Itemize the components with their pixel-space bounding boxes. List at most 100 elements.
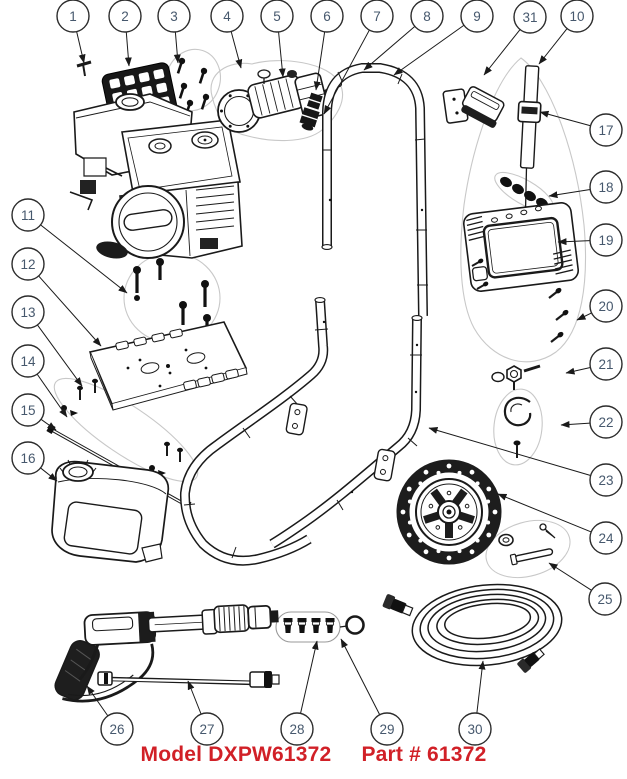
callout-16: 16 [11, 441, 58, 482]
callout-balloon [11, 295, 45, 329]
leader-line [40, 418, 57, 431]
callout-12: 12 [11, 247, 102, 347]
callout-17: 17 [539, 110, 623, 147]
callout-balloon [460, 0, 494, 33]
callout-balloon [190, 712, 224, 746]
callout-number: 8 [423, 9, 431, 24]
leader-line [557, 238, 591, 246]
callout-number: 6 [323, 9, 331, 24]
callout-balloon [56, 0, 90, 33]
o-ring [339, 617, 364, 634]
leader-line [363, 26, 416, 71]
detergent-tank [52, 460, 168, 562]
leader-line [173, 31, 181, 64]
callout-27: 27 [187, 680, 224, 746]
callout-balloon [310, 0, 344, 33]
accessory-panel [463, 202, 580, 293]
callout-balloon [589, 113, 623, 147]
cart-frame [184, 298, 422, 561]
screw-group-outline-13-14 [53, 377, 199, 483]
callout-balloon [108, 0, 142, 33]
callout-balloon [589, 289, 623, 323]
callout-19: 19 [557, 223, 623, 257]
leader-line [36, 373, 68, 418]
callout-balloon [11, 393, 45, 427]
callout-9: 9 [393, 0, 494, 76]
callout-number: 9 [473, 9, 481, 24]
callout-balloon [589, 463, 623, 497]
callout-number: 3 [170, 9, 178, 24]
diagram-footer: Model DXPW61372 Part # 61372 [0, 743, 627, 767]
hook-group-outline-22 [493, 388, 543, 466]
leader-line [565, 367, 591, 375]
callout-balloon [260, 0, 294, 33]
pump-group-outline [210, 60, 344, 142]
callout-28: 28 [280, 640, 319, 746]
callout-number: 10 [569, 9, 584, 24]
callout-number: 18 [598, 180, 613, 195]
leader-line [548, 189, 591, 199]
callout-number: 16 [20, 451, 35, 466]
callout-number: 2 [121, 9, 129, 24]
callout-number: 24 [598, 531, 614, 546]
hose-hook [505, 398, 530, 458]
callout-number: 5 [273, 9, 281, 24]
callout-number: 23 [598, 473, 613, 488]
leader-line [230, 31, 243, 69]
leader-line [323, 29, 370, 115]
model-number-label: Model DXPW61372 [140, 743, 332, 766]
callout-number: 11 [21, 208, 35, 223]
callout-balloon [11, 344, 45, 378]
nozzle-tips [283, 618, 335, 633]
leader-line [187, 680, 202, 715]
axle-pin-kit [499, 524, 555, 565]
callout-balloon [360, 0, 394, 33]
callout-number: 31 [522, 10, 537, 25]
callout-number: 19 [598, 233, 613, 248]
callout-8: 8 [363, 0, 444, 71]
leader-line [538, 28, 568, 65]
panel-screws [471, 258, 569, 343]
callout-number: 28 [289, 722, 304, 737]
spray-gun [48, 603, 279, 704]
callout-22: 22 [560, 405, 623, 439]
callout-number: 22 [598, 415, 613, 430]
callout-20: 20 [576, 289, 623, 323]
leader-line [548, 562, 592, 591]
callout-balloon [157, 0, 191, 33]
callout-10: 10 [538, 0, 594, 65]
callout-15: 15 [11, 393, 57, 431]
callout-23: 23 [428, 427, 623, 497]
leader-line [86, 685, 109, 717]
plate-screws-and-clips [61, 378, 183, 476]
engine-base-plate [90, 322, 247, 410]
callout-24: 24 [497, 493, 623, 555]
callout-balloon [589, 347, 623, 381]
callout-balloon [100, 712, 134, 746]
callout-number: 25 [597, 592, 612, 607]
callout-balloon [589, 223, 623, 257]
callout-number: 17 [598, 123, 613, 138]
shutoff-key [76, 60, 92, 77]
callout-number: 27 [199, 722, 214, 737]
leader-line [38, 275, 102, 347]
high-pressure-hose [382, 576, 567, 673]
leader-line [560, 420, 591, 428]
callout-31: 31 [483, 0, 547, 76]
callout-balloon [210, 0, 244, 33]
thermal-relief-valve [492, 364, 541, 390]
callout-balloon [280, 712, 314, 746]
leader-line [476, 660, 486, 714]
callout-number: 26 [109, 722, 124, 737]
callout-number: 20 [598, 299, 613, 314]
callout-number: 12 [20, 257, 35, 272]
callout-25: 25 [548, 562, 622, 616]
callout-6: 6 [310, 0, 344, 91]
callout-balloon [11, 198, 45, 232]
panel-group-outline [460, 57, 587, 363]
leader-line [393, 24, 465, 76]
upper-handle-tube [322, 68, 428, 316]
callout-balloon [11, 441, 45, 475]
callout-11: 11 [11, 198, 128, 294]
